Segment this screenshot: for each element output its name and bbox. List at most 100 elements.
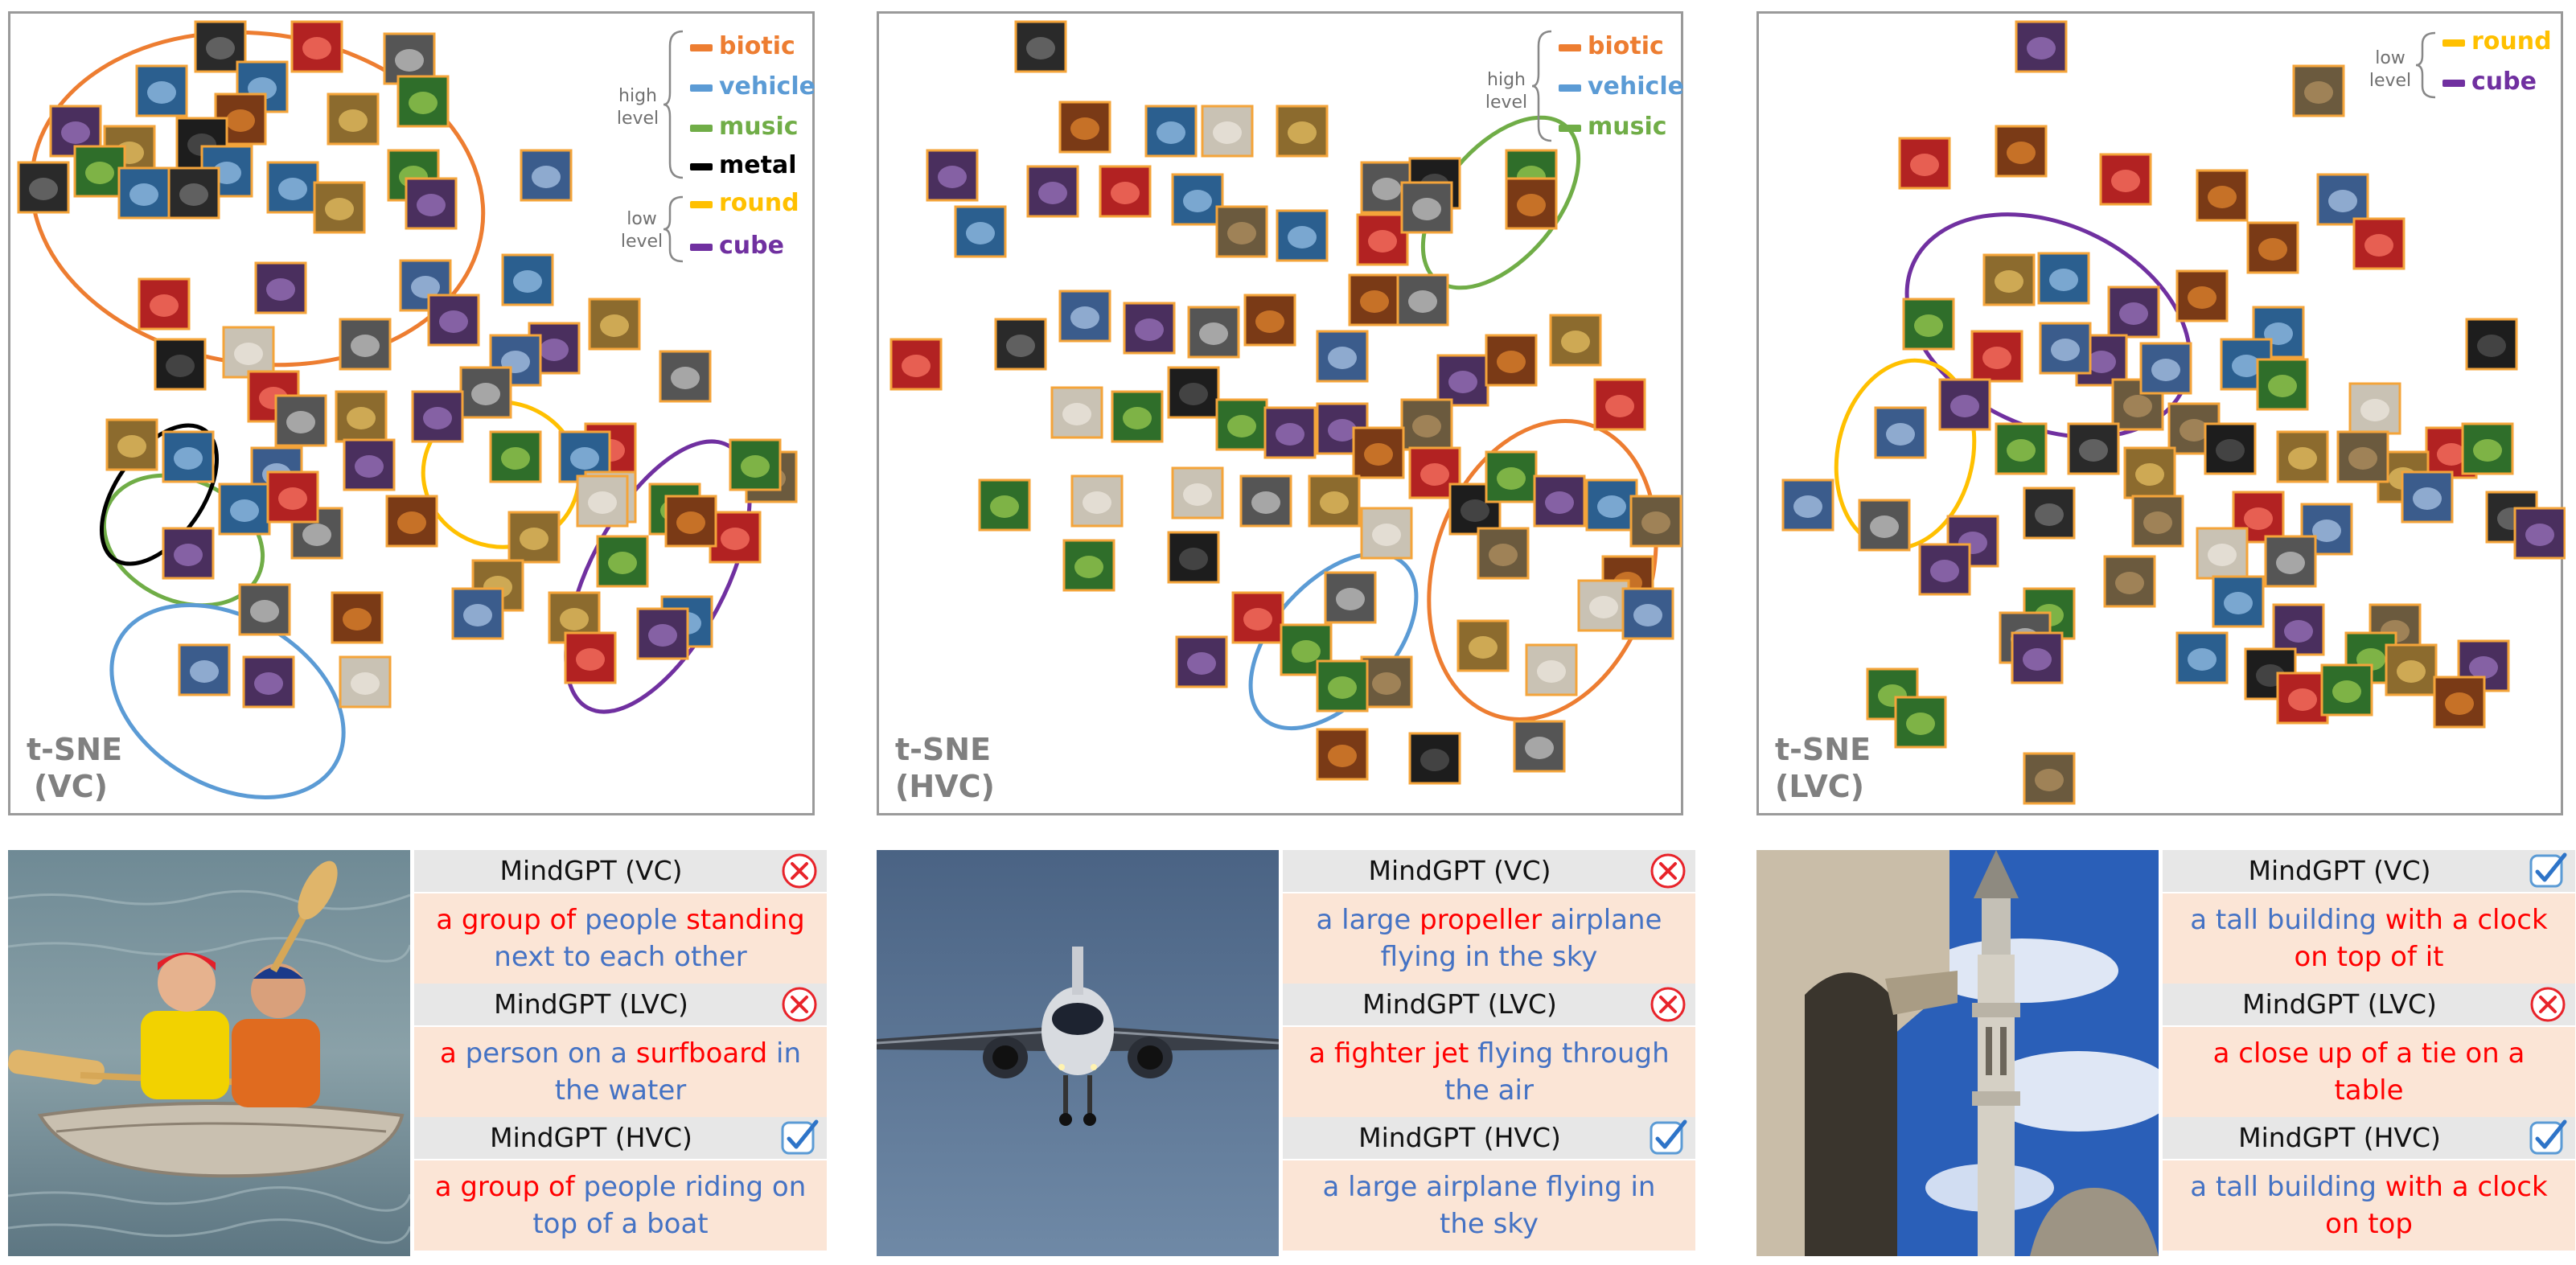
tsne-thumbnail	[135, 64, 188, 117]
caption-segment-correct: flying through the air	[1444, 1037, 1670, 1107]
tsne-thumbnail	[2272, 603, 2325, 656]
model-header: MindGPT (HVC)	[414, 1117, 827, 1159]
model-name: MindGPT (VC)	[499, 855, 683, 886]
tsne-thumbnail	[2385, 643, 2438, 696]
tsne-thumbnail	[1050, 386, 1103, 439]
tsne-thumbnail	[1058, 101, 1111, 154]
legend-brace-icon	[2416, 31, 2436, 99]
tsne-thumbnail	[954, 205, 1007, 258]
tsne-thumbnail	[1436, 354, 1489, 407]
caption-text: a large propeller airplane flying in the…	[1283, 893, 1695, 984]
legend-label-cube: cube	[2471, 68, 2537, 96]
legend-brace-icon	[664, 30, 684, 179]
tsne-thumbnail	[1533, 474, 1586, 528]
tsne-thumbnail	[1858, 499, 1911, 552]
tsne-thumbnail	[1995, 125, 2048, 178]
legend-swatch-metal	[690, 163, 713, 170]
tsne-thumbnail	[274, 394, 327, 447]
tsne-thumbnail	[1175, 635, 1228, 688]
tsne-thumbnail	[73, 145, 126, 198]
caption-text: a group of people standing next to each …	[414, 893, 827, 984]
tsne-thumbnail	[2352, 217, 2405, 270]
tsne-thumbnail	[1316, 330, 1369, 383]
tsne-thumbnail	[1396, 273, 1449, 327]
tsne-thumbnail	[501, 253, 554, 306]
tsne-thumbnail	[290, 20, 343, 73]
tsne-thumbnail	[266, 470, 319, 524]
tsne-thumbnail	[339, 318, 392, 371]
caption-list: MindGPT (VC) a large propeller airplane f…	[1283, 850, 1695, 1256]
tsne-thumbnail	[1243, 294, 1296, 347]
model-name: MindGPT (LVC)	[2242, 988, 2437, 1020]
tsne-thumbnail	[588, 298, 641, 351]
tsne-thumbnail	[1316, 659, 1369, 713]
model-name: MindGPT (HVC)	[1358, 1122, 1561, 1153]
tsne-thumbnail	[1144, 105, 1198, 158]
tsne-thumbnail	[138, 277, 191, 331]
tsne-thumbnail	[327, 92, 380, 146]
tsne-thumbnail	[2103, 555, 2156, 608]
tsne-thumbnail	[459, 366, 512, 419]
tsne-thumbnail	[1902, 298, 1955, 351]
tsne-thumbnail	[451, 587, 504, 640]
tsne-thumbnail	[2320, 663, 2373, 717]
tsne-thumbnail	[105, 418, 158, 471]
tsne-thumbnail	[978, 478, 1031, 532]
legend-label-music: music	[1588, 113, 1667, 141]
caption-segment-correct: a tall building	[2190, 1171, 2385, 1203]
legend-swatch-biotic	[690, 44, 713, 51]
legend-swatch-biotic	[1559, 44, 1581, 51]
caption-segment-wrong: with a clock on top of it	[2294, 904, 2548, 973]
legend-swatch-music	[1559, 125, 1581, 132]
tsne-thumbnail	[664, 495, 717, 548]
checkmark-icon	[2529, 852, 2567, 888]
caption-segment-wrong: a	[439, 1037, 466, 1070]
tsne-thumbnail	[194, 20, 247, 73]
tsne-thumbnail	[994, 318, 1047, 371]
tsne-thumbnail	[2037, 252, 2090, 305]
cross-icon	[2530, 987, 2566, 1022]
airplane-photo	[877, 850, 1279, 1256]
tsne-thumbnail	[1898, 137, 1951, 190]
tsne-thumbnail	[1215, 398, 1268, 451]
tsne-thumbnail	[17, 161, 70, 214]
kayak-photo	[8, 850, 410, 1256]
tsne-thumbnail	[2264, 535, 2317, 588]
caption-segment-correct: a tall building	[2190, 904, 2385, 936]
model-header: MindGPT (HVC)	[1283, 1117, 1695, 1159]
tsne-thumbnail	[1123, 302, 1176, 355]
tsne-thumbnail	[1026, 165, 1079, 218]
cross-icon	[782, 987, 817, 1022]
tsne-thumbnail	[489, 430, 542, 483]
tsne-thumbnail	[520, 149, 573, 202]
tsne-thumbnail	[926, 149, 979, 202]
model-header: MindGPT (LVC)	[1283, 984, 1695, 1025]
caption-segment-wrong: a close up of a tie on a table	[2212, 1037, 2525, 1107]
caption-segment-correct: next to each other	[494, 941, 747, 973]
legend-swatch-music	[690, 125, 713, 132]
legend-label-vehicle: vehicle	[1588, 72, 1684, 101]
tsne-thumbnail	[222, 326, 275, 379]
tsne-thumbnail	[2232, 491, 2285, 544]
tsne-thumbnail	[2011, 631, 2064, 684]
legend-swatch-vehicle	[690, 84, 713, 92]
caption-segment-correct: a large airplane flying in the sky	[1322, 1171, 1656, 1240]
tsne-thumbnail	[2175, 631, 2229, 684]
model-name: MindGPT (VC)	[1368, 855, 1551, 886]
tsne-thumbnail	[154, 338, 207, 391]
tsne-thumbnail	[1111, 390, 1164, 443]
tsne-thumbnail	[2123, 446, 2176, 499]
tsne-label-lvc: t-SNE(LVC)	[1775, 732, 1871, 804]
tsne-thumbnail	[889, 338, 943, 391]
caption-segment-wrong: a group of	[436, 904, 585, 936]
legend-swatch-cube	[690, 244, 713, 251]
tsne-thumbnail	[1014, 20, 1067, 73]
caption-segment-wrong: a fighter jet	[1309, 1037, 1478, 1070]
tsne-thumbnail	[2276, 430, 2329, 483]
tsne-thumbnail	[162, 527, 215, 580]
tsne-thumbnail	[1781, 478, 1834, 532]
tsne-thumbnail	[2513, 507, 2566, 560]
model-name: MindGPT (LVC)	[1362, 988, 1557, 1020]
